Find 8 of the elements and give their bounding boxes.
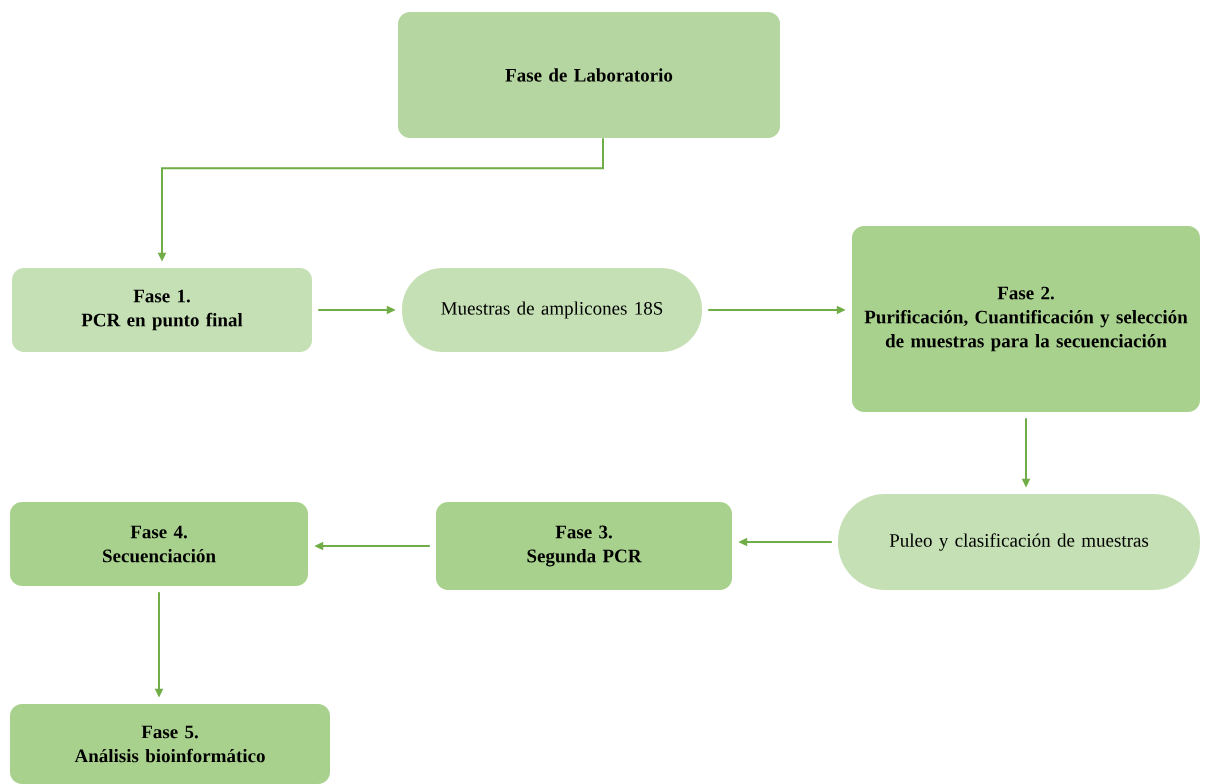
process-box: Fase 2. Purificación, Cuantificación y selección de muestras para la secuenciación bbox=[852, 226, 1200, 412]
process-box: Fase de Laboratorio bbox=[398, 12, 780, 138]
process-box: Fase 3. Segunda PCR bbox=[436, 502, 732, 590]
rounded-pill: Puleo y clasificación de muestras bbox=[838, 494, 1200, 590]
process-box: Fase 4. Secuenciación bbox=[10, 502, 308, 586]
process-box: Fase 1. PCR en punto final bbox=[12, 268, 312, 352]
rounded-pill: Muestras de amplicones 18S bbox=[402, 268, 702, 352]
process-box: Fase 5. Análisis bioinformático bbox=[10, 704, 330, 784]
